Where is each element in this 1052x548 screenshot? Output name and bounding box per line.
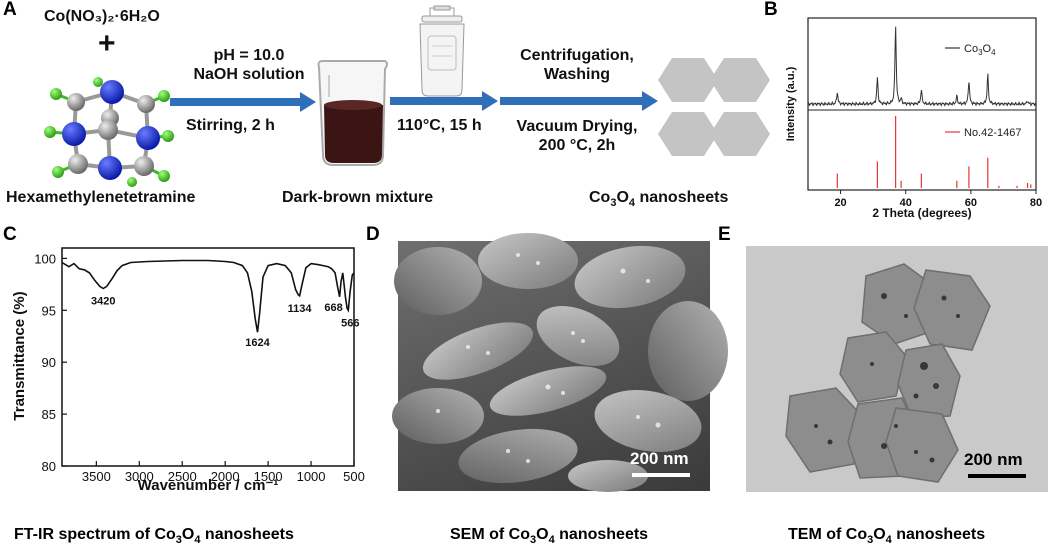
sem-image: 200 nm [392, 233, 728, 492]
ftir-chart: 3500 3000 2500 2000 1500 1000 500 80 85 90 95 100 3… [11, 247, 365, 494]
ftir-plot-frame [61, 247, 355, 467]
ftir-xtick-label: 3500 [82, 469, 111, 484]
product-label: Co3O4 nanosheets [589, 189, 729, 210]
step3-top: Centrifugation, Washing [502, 46, 652, 84]
caption-tem: TEM of Co3O4 nanosheets [788, 526, 986, 547]
step3-vacuum-drying: Vacuum Drying, [516, 118, 638, 135]
xrd-xtick-label: 80 [1030, 197, 1042, 209]
ftir-peak-label: 566 [341, 317, 359, 329]
step3-washing: Washing [543, 66, 611, 83]
xrd-xtick-label: 40 [900, 197, 912, 209]
arrow-step1 [170, 92, 316, 112]
ftir-peak-label: 1134 [288, 303, 313, 315]
ftir-peak-label: 1624 [245, 337, 270, 349]
xrd-xtick-label: 60 [965, 197, 977, 209]
ftir-xtick-label: 500 [343, 469, 365, 484]
step1-conditions: pH = 10.0 NaOH solution [186, 46, 312, 84]
ftir-xtick-label: 1000 [297, 469, 326, 484]
xrd-legend-sample: Co3O4 [964, 43, 996, 57]
ftir-xtick-label: 3000 [125, 469, 154, 484]
xrd-sample-trace [807, 26, 1037, 107]
xrd-xtick-label: 20 [834, 197, 846, 209]
ftir-ytick-label: 85 [42, 407, 56, 422]
ftir-trace [61, 259, 355, 333]
ftir-ytick-label: 100 [34, 251, 56, 266]
reagent-cobalt-nitrate: Co(NO₃)₂·6H₂O [44, 8, 160, 25]
tem-texture [785, 263, 991, 483]
ftir-xtick-label: 1500 [254, 469, 283, 484]
panel-label-b: B [764, 0, 778, 20]
ftir-ytick-label: 90 [42, 355, 56, 370]
sem-scale-bar [632, 473, 690, 477]
tem-scale-label: 200 nm [964, 450, 1023, 469]
ftir-xlabel: Wavenumber / cm⁻¹ [138, 477, 279, 494]
tem-scale-bar [968, 474, 1026, 478]
reagent-hmt-label: Hexamethylenetetramine [6, 189, 196, 206]
arrow-step3 [500, 91, 658, 111]
ftir-xtick-label: 2000 [211, 469, 240, 484]
nanosheet-hexagons [658, 58, 770, 156]
ftir-peak-label: 668 [324, 302, 342, 314]
step1-base: NaOH solution [193, 66, 305, 83]
caption-ftir: FT-IR spectrum of Co3O4 nanosheets [14, 526, 294, 547]
hexagon-icon [658, 112, 718, 156]
step3-bottom: Vacuum Drying, 200 °C, 2h [502, 117, 652, 155]
xrd-ylabel: Intensity (a.u.) [785, 66, 797, 141]
caption-sem: SEM of Co3O4 nanosheets [450, 526, 649, 547]
hexagon-icon [710, 58, 770, 102]
tem-image: 200 nm [746, 246, 1048, 492]
step3-drying-temp: 200 °C, 2h [538, 137, 616, 154]
autoclave-icon [419, 5, 465, 97]
beaker-icon [317, 60, 388, 166]
panel-label-a: A [3, 0, 17, 20]
hexagon-icon [658, 58, 718, 102]
hexagon-icon [710, 112, 770, 156]
step2-hydrothermal: 110°C, 15 h [397, 117, 482, 134]
ftir-peak-label: 3420 [91, 295, 115, 307]
panel-label-d: D [366, 224, 380, 245]
plus-sign: + [98, 27, 116, 60]
xrd-legend-ref: No.42-1467 [964, 127, 1022, 139]
step1-ph: pH = 10.0 [213, 47, 285, 64]
arrow-step2 [390, 91, 498, 111]
sem-scale-label: 200 nm [630, 449, 689, 468]
xrd-xlabel: 2 Theta (degrees) [872, 206, 971, 220]
panel-label-c: C [3, 224, 17, 245]
hexamethylenetetramine-molecule [44, 77, 174, 187]
step1-stirring: Stirring, 2 h [186, 117, 275, 134]
ftir-ylabel: Transmittance (%) [11, 291, 28, 420]
ftir-xtick-label: 2500 [168, 469, 197, 484]
ftir-ytick-label: 80 [42, 459, 56, 474]
sem-texture [392, 233, 728, 492]
xrd-chart: 20 40 60 80 Co3O4 No.42-1467 2 Theta (degre… [785, 17, 1042, 220]
ftir-ytick-label: 95 [42, 303, 56, 318]
panel-label-e: E [718, 224, 731, 245]
mixture-label: Dark-brown mixture [282, 189, 434, 206]
step3-centrifugation: Centrifugation, [520, 47, 634, 64]
